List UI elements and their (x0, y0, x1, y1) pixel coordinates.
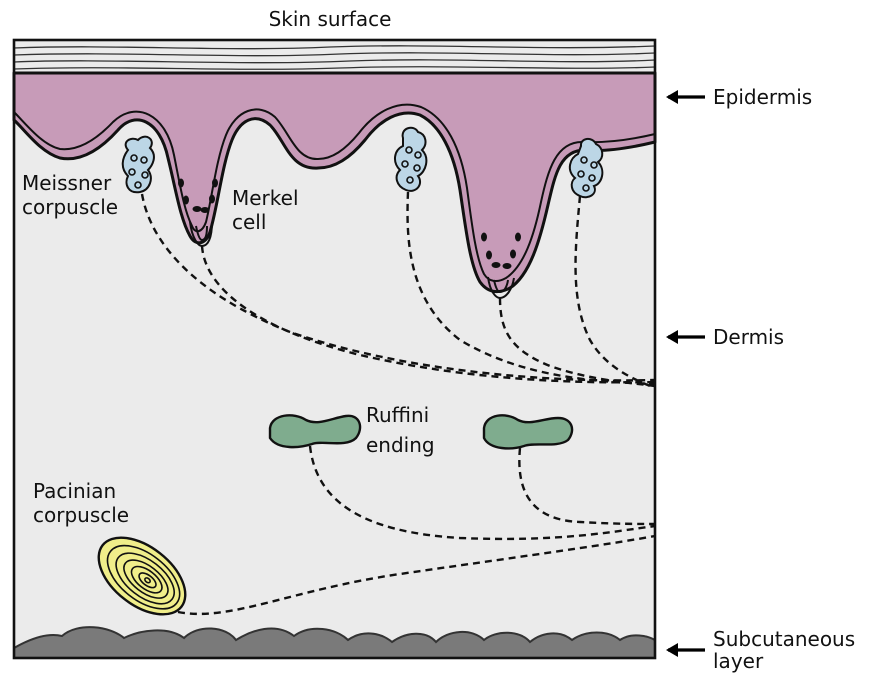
subcutaneous-label-line1: Subcutaneous (713, 627, 855, 651)
ruffini-label-line1: Ruffini (366, 403, 429, 427)
merkel-label-line1: Merkel (232, 186, 299, 210)
epidermis-label: Epidermis (713, 85, 812, 109)
skin-surface-label: Skin surface (269, 7, 392, 31)
ruffini-label-line2: ending (366, 433, 435, 457)
meissner-label-line1: Meissner (22, 171, 112, 195)
pacinian-label-line2: corpuscle (33, 503, 129, 527)
dermis-label: Dermis (713, 325, 784, 349)
epidermis-pointer (666, 90, 705, 104)
pacinian-label-line1: Pacinian (33, 479, 116, 503)
dermis-pointer (666, 330, 705, 344)
subcutaneous-pointer (666, 643, 705, 657)
subcutaneous-label-line2: layer (713, 649, 764, 673)
meissner-corpuscle-left (123, 137, 154, 193)
merkel-label-line2: cell (232, 210, 266, 234)
meissner-label-line2: corpuscle (22, 195, 118, 219)
